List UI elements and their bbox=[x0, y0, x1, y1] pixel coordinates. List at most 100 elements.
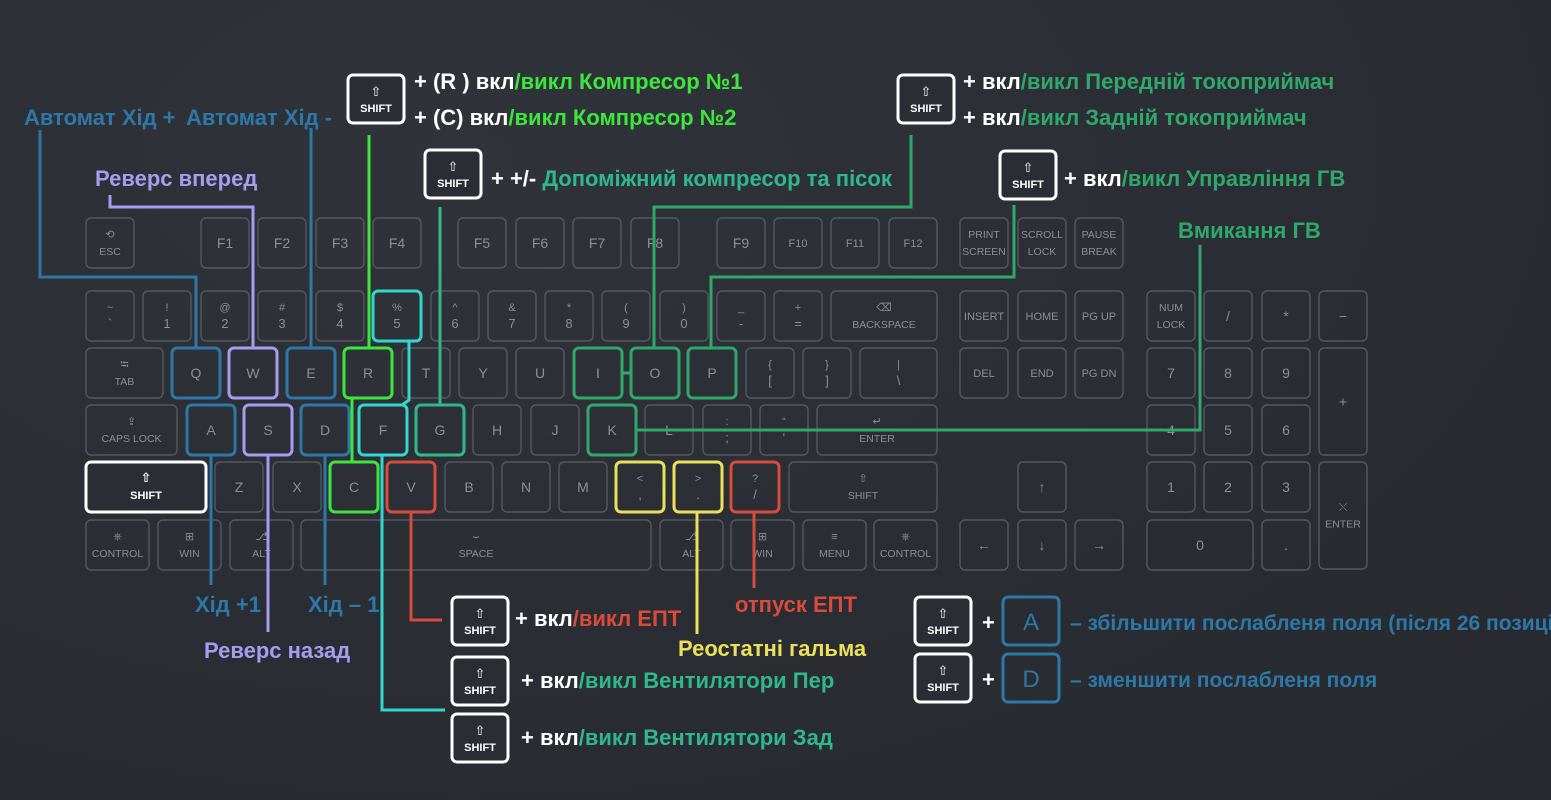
key-scroll-label: LOCK bbox=[1028, 246, 1057, 258]
key-rshift-label: ⇧ bbox=[858, 473, 867, 485]
key-rwin: ⊞ WIN bbox=[730, 519, 795, 571]
shift-badge: ⇧SHIFT bbox=[913, 652, 973, 704]
key-np6: 6 bbox=[1261, 404, 1311, 456]
key-np7-label: 7 bbox=[1167, 365, 1175, 381]
key-print-label: SCREEN bbox=[962, 246, 1006, 258]
key-t: T bbox=[401, 347, 451, 399]
key-j: J bbox=[530, 404, 580, 456]
key-left: ← bbox=[959, 519, 1009, 571]
key-npdiv-label: / bbox=[1226, 308, 1230, 324]
key-f10: F10 bbox=[773, 217, 823, 269]
legend-key-d: D bbox=[1001, 652, 1061, 704]
key-x: X bbox=[272, 461, 322, 513]
key-k6: ^6 bbox=[430, 290, 480, 342]
key-period-label: . bbox=[696, 487, 700, 502]
connector-line bbox=[38, 130, 198, 348]
key-k6-label: ^ bbox=[452, 302, 458, 314]
key-k3: #3 bbox=[257, 290, 307, 342]
key-pgup: PG UP bbox=[1074, 290, 1124, 342]
shift-badge-label: SHIFT bbox=[910, 103, 942, 115]
key-k7-label: & bbox=[508, 302, 516, 314]
label-zadnii: + вкл/викл Задній токоприймач bbox=[963, 105, 1307, 130]
key-i: I bbox=[572, 346, 624, 400]
key-k7-label: 7 bbox=[508, 316, 515, 331]
key-lctrl-label: ⎈ bbox=[113, 531, 122, 543]
key-np7: 7 bbox=[1146, 347, 1196, 399]
key-c: C bbox=[328, 460, 380, 514]
key-k4: $4 bbox=[315, 290, 365, 342]
key-o: O bbox=[629, 346, 681, 400]
key-k5: %5 bbox=[371, 289, 423, 343]
key-scroll-label: SCROLL bbox=[1021, 229, 1063, 241]
shift-arrow-icon: ⇧ bbox=[938, 606, 949, 621]
key-k0-label: 0 bbox=[680, 316, 687, 331]
key-esc: ⟲ESC bbox=[85, 217, 135, 269]
key-f9: F9 bbox=[716, 217, 766, 269]
key-npsub: − bbox=[1318, 290, 1368, 342]
key-rwin-label: ⊞ bbox=[758, 531, 767, 543]
label-ept: + вкл/викл ЕПТ bbox=[515, 606, 682, 631]
key-k0: )0 bbox=[659, 290, 709, 342]
key-w-label: W bbox=[246, 365, 260, 381]
key-a: A bbox=[185, 403, 237, 457]
key-end-label: END bbox=[1030, 368, 1053, 380]
key-comma-label: < bbox=[637, 473, 643, 485]
key-space-label: ⌣ bbox=[472, 531, 479, 543]
key-f3: F3 bbox=[315, 217, 365, 269]
key-lctrl: ⎈CONTROL bbox=[85, 519, 150, 571]
key-quote-label: “ bbox=[782, 416, 786, 428]
label-hid-plus1: Хід +1 bbox=[195, 592, 261, 617]
key-q: Q bbox=[170, 346, 222, 400]
shift-arrow-icon: ⇧ bbox=[475, 606, 486, 621]
key-menu-label: MENU bbox=[819, 548, 850, 560]
legend-key-label: A bbox=[1023, 609, 1039, 636]
connector-line bbox=[401, 341, 411, 407]
key-n-label: N bbox=[521, 479, 531, 495]
key-g-label: G bbox=[435, 422, 446, 438]
key-tab: ⭾TAB bbox=[85, 347, 164, 399]
key-f2: F2 bbox=[257, 217, 307, 269]
key-z: Z bbox=[214, 461, 264, 513]
shift-badge-label: SHIFT bbox=[1012, 179, 1044, 191]
key-np2: 2 bbox=[1203, 461, 1253, 513]
key-c-label: C bbox=[349, 479, 359, 495]
key-pause-label: BREAK bbox=[1081, 246, 1117, 258]
key-space-label: SPACE bbox=[459, 548, 494, 560]
key-f7-label: F7 bbox=[589, 235, 606, 251]
key-f4: F4 bbox=[372, 217, 422, 269]
key-k2-label: 2 bbox=[221, 316, 228, 331]
key-f9-label: F9 bbox=[733, 235, 750, 251]
connector-line bbox=[652, 135, 913, 348]
shift-arrow-icon: ⇧ bbox=[1023, 160, 1034, 175]
key-insert-label: INSERT bbox=[964, 311, 1004, 323]
key-f7: F7 bbox=[572, 217, 622, 269]
shift-arrow-icon: ⇧ bbox=[938, 663, 949, 678]
key-slash-label: / bbox=[753, 487, 757, 502]
key-scroll: SCROLL LOCK bbox=[1017, 217, 1067, 269]
key-ralt: ⎇ALT bbox=[659, 519, 724, 571]
label-avtomat-minus: Автомат Хід - bbox=[186, 105, 332, 130]
key-z-label: Z bbox=[235, 479, 244, 495]
key-npenter: ⤬ENTER bbox=[1318, 461, 1368, 570]
key-k3-label: # bbox=[279, 302, 286, 314]
label-avtomat-plus: Автомат Хід + bbox=[24, 105, 176, 130]
key-rwin-label: WIN bbox=[752, 548, 772, 560]
key-f4-label: F4 bbox=[389, 235, 406, 251]
key-lwin: ⊞WIN bbox=[157, 519, 222, 571]
key-equal: += bbox=[773, 290, 823, 342]
key-backspace: ⌫BACKSPACE bbox=[830, 290, 938, 342]
key-k4-label: 4 bbox=[336, 316, 343, 331]
key-npenter-label: ⤬ bbox=[1339, 502, 1348, 514]
shift-badge-label: SHIFT bbox=[464, 742, 496, 754]
key-rshift-label: SHIFT bbox=[848, 490, 879, 502]
key-tilde-label: ~ bbox=[107, 302, 113, 314]
key-np0-label: 0 bbox=[1196, 537, 1204, 553]
key-np2-label: 2 bbox=[1224, 479, 1232, 495]
key-npsub-label: − bbox=[1339, 308, 1347, 324]
connector-line bbox=[380, 455, 445, 712]
key-semi-label: ; bbox=[725, 430, 729, 445]
shift-badge: ⇧SHIFT bbox=[450, 595, 510, 647]
key-tilde: ~` bbox=[85, 290, 135, 342]
